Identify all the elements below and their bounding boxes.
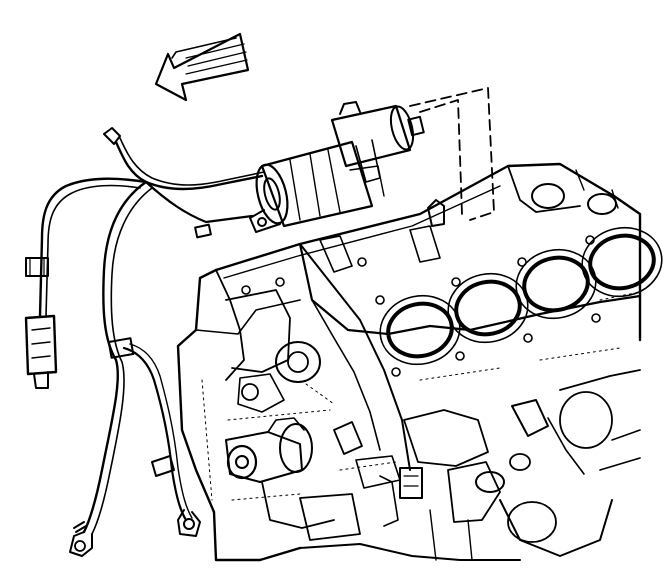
engine-block [176, 162, 663, 562]
starter-motor [249, 101, 425, 233]
surface-stipple [201, 291, 641, 501]
cylinder-bore [581, 226, 663, 298]
deck-bolt-holes [241, 235, 601, 377]
front-direction-arrow [154, 32, 250, 102]
cylinder-bore [447, 272, 529, 344]
cylinder-bores [379, 226, 663, 366]
cylinder-bore [515, 248, 597, 320]
installation-guide-line [409, 87, 495, 221]
cylinder-bore [379, 294, 461, 366]
starter-wiring-harness [24, 127, 265, 557]
